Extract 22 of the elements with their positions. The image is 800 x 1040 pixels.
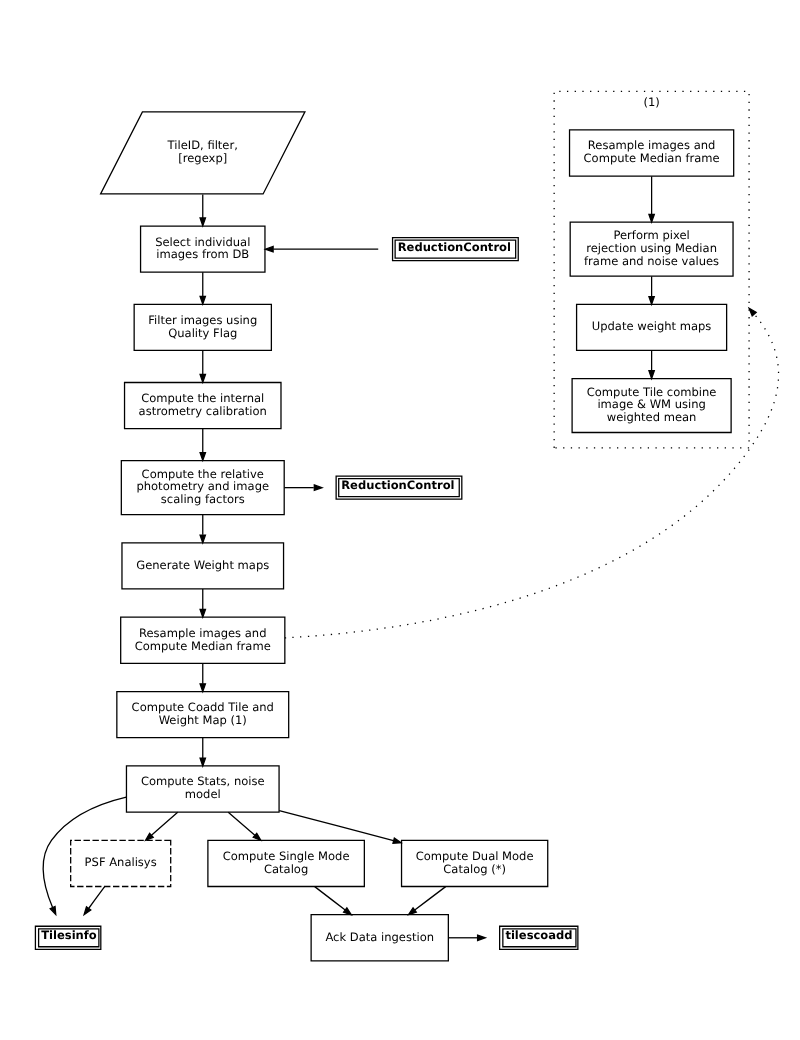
arrow bbox=[199, 348, 207, 384]
arrow bbox=[199, 427, 207, 462]
arrow bbox=[314, 885, 353, 915]
arrow bbox=[648, 274, 656, 306]
arrow bbox=[42, 795, 127, 916]
arrow bbox=[199, 270, 207, 305]
arrow bbox=[648, 348, 656, 380]
arrow bbox=[199, 587, 207, 619]
arrow bbox=[199, 513, 207, 544]
arrow bbox=[227, 810, 263, 841]
arrow bbox=[199, 192, 207, 227]
arrow bbox=[283, 483, 324, 491]
arrow bbox=[199, 736, 207, 767]
arrow bbox=[648, 174, 656, 224]
arrow bbox=[407, 885, 447, 915]
arrow bbox=[199, 661, 207, 693]
arrow bbox=[284, 305, 780, 638]
arrow bbox=[278, 808, 403, 844]
arrow bbox=[448, 933, 488, 941]
arrow bbox=[144, 810, 179, 841]
arrow bbox=[82, 885, 106, 916]
arrow bbox=[263, 244, 379, 252]
